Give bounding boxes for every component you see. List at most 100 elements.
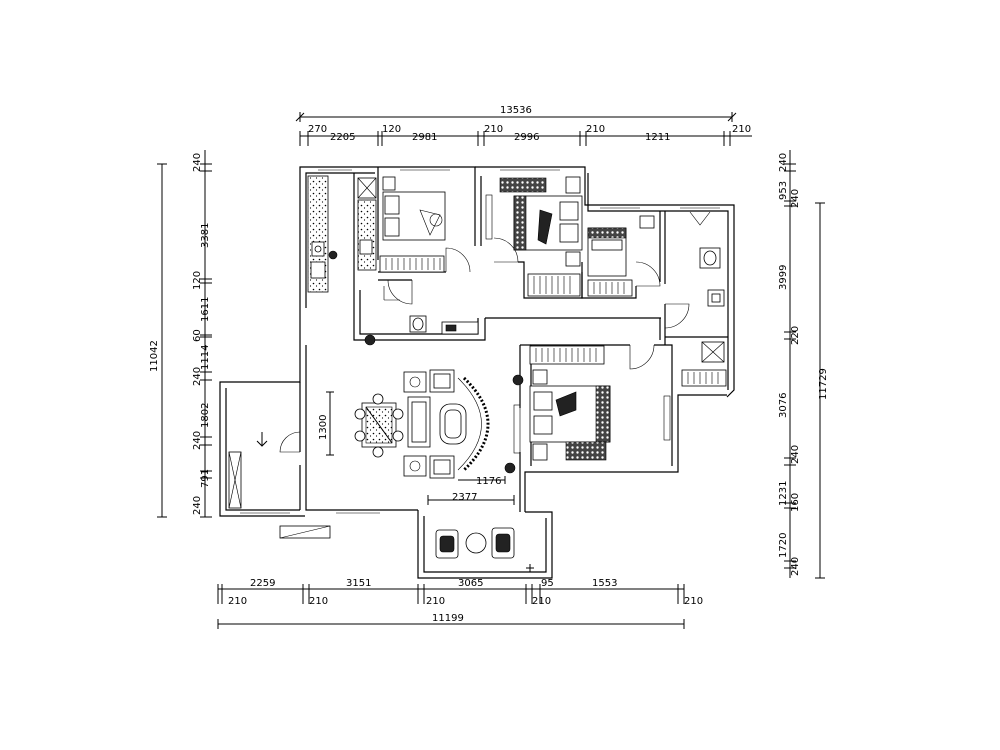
bedroom-3 [587, 215, 655, 297]
bottom-wall-1: 210 [228, 596, 247, 607]
left-seg-2: 3381 [200, 223, 211, 248]
nightstand [382, 176, 396, 191]
left-seg-6: 1114 [200, 345, 211, 370]
bottom-seg-3: 3065 [458, 578, 483, 589]
dining-chair [354, 430, 366, 442]
end-table [403, 371, 427, 393]
bottom-wall-3: 210 [426, 596, 445, 607]
right-seg-4: 3999 [778, 265, 789, 290]
top-seg-5: 210 [484, 124, 503, 135]
wardrobe-1 [379, 255, 445, 273]
top-seg-9: 210 [732, 124, 751, 135]
dining-chair [372, 393, 384, 405]
top-dimension-chain: 13536 270 2205 120 2981 210 2996 210 121… [295, 105, 752, 146]
wardrobe-master [529, 345, 605, 365]
left-total-dimension: 11042 [149, 340, 160, 372]
right-seg-5: 220 [790, 326, 801, 345]
nightstand [532, 369, 548, 385]
door-bedroom-2[interactable] [493, 237, 519, 263]
right-seg-10: 1720 [778, 533, 789, 558]
top-seg-2: 2205 [330, 132, 355, 143]
wardrobe-2 [527, 273, 581, 297]
bottom-dimension-chain: 2259 3151 3065 95 1553 210 210 210 210 2… [217, 578, 703, 629]
bottom-total-dimension: 11199 [432, 613, 464, 624]
dining-chair [354, 408, 366, 420]
top-seg-3: 120 [382, 124, 401, 135]
bottom-seg-4: 95 [541, 578, 554, 589]
right-total-dimension: 11729 [818, 368, 829, 400]
tv-cabinet-curve [457, 377, 482, 471]
left-seg-8: 1802 [200, 403, 211, 428]
bottom-wall-4: 210 [532, 596, 551, 607]
bathroom-1 [364, 315, 479, 346]
dining-chair [392, 408, 404, 420]
left-seg-5: 60 [192, 329, 203, 342]
right-seg-7: 240 [790, 445, 801, 464]
kitchen [307, 175, 377, 293]
kitchen-cabinet [357, 199, 377, 271]
right-seg-9: 160 [790, 493, 801, 512]
door-bathroom-2[interactable] [664, 303, 690, 329]
top-seg-4: 2981 [412, 132, 437, 143]
storage-room [228, 432, 268, 509]
top-seg-8: 1211 [645, 132, 670, 143]
windows [240, 166, 720, 539]
door-bathroom-1[interactable] [387, 279, 413, 305]
nightstand [565, 176, 581, 194]
left-dimension-chain: 11042 240 3381 120 1611 60 1114 240 1802… [149, 150, 212, 518]
nightstand [532, 443, 548, 461]
arrow-down-icon [256, 432, 268, 447]
balcony-table [465, 532, 487, 554]
bottom-seg-1: 2259 [250, 578, 275, 589]
bottom-seg-2: 3151 [346, 578, 371, 589]
left-seg-4: 1611 [200, 297, 211, 322]
top-seg-7: 210 [586, 124, 605, 135]
living-width-dimension: 2377 [452, 492, 477, 503]
dining-chair [372, 446, 384, 458]
tv-cabinet [462, 376, 490, 472]
plant-icon [364, 334, 376, 346]
dining-depth-dimension: 1300 [318, 415, 329, 440]
balcony [435, 527, 534, 572]
kitchen-stove [310, 261, 326, 279]
left-seg-10: 791 [200, 469, 211, 488]
dining-chair [392, 430, 404, 442]
door-master-bedroom[interactable] [629, 344, 655, 370]
plant-icon [512, 374, 524, 386]
right-dimension-chain: 240 953 240 3999 220 3076 240 1231 160 1… [778, 150, 829, 579]
wardrobe-3 [587, 279, 633, 297]
sofa-gap-dimension: 1176 [476, 476, 501, 487]
master-bedroom [504, 345, 611, 474]
right-seg-3: 240 [790, 189, 801, 208]
right-seg-11: 240 [790, 557, 801, 576]
left-seg-1: 240 [192, 153, 203, 172]
right-seg-1: 240 [778, 153, 789, 172]
bottom-seg-5: 1553 [592, 578, 617, 589]
left-seg-11: 240 [192, 496, 203, 515]
end-table [403, 455, 427, 477]
bottom-wall-5: 210 [684, 596, 703, 607]
left-seg-7: 240 [192, 367, 203, 386]
top-total-dimension: 13536 [500, 105, 532, 116]
top-seg-6: 2996 [514, 132, 539, 143]
door-kitchen[interactable] [383, 286, 400, 301]
plant-icon [504, 462, 516, 474]
top-seg-1: 270 [308, 124, 327, 135]
bedroom-1 [379, 176, 446, 273]
kitchen-plant-icon [328, 250, 338, 260]
door-bedroom-1[interactable] [445, 247, 471, 273]
bedroom-2 [499, 176, 583, 297]
wardrobe-4 [681, 369, 727, 387]
living-dining: 1300 1176 2377 [318, 369, 515, 505]
nightstand [639, 215, 655, 229]
left-seg-9: 240 [192, 431, 203, 450]
outer-walls [219, 166, 735, 579]
left-seg-3: 120 [192, 271, 203, 290]
door-bedroom-3[interactable] [635, 261, 661, 287]
right-seg-6: 3076 [778, 393, 789, 418]
doors [279, 237, 690, 453]
door-storage[interactable] [279, 431, 301, 453]
bottom-wall-2: 210 [309, 596, 328, 607]
bathroom-2 [681, 211, 727, 387]
